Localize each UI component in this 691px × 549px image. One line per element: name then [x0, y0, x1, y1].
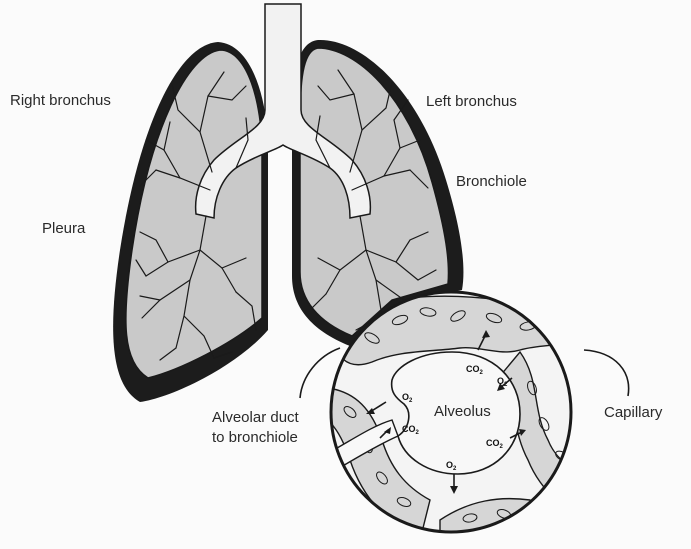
right-lung-lobe	[126, 50, 262, 378]
label-alveolar-duct-line2: to bronchiole	[212, 429, 298, 446]
label-bronchiole: Bronchiole	[456, 173, 527, 190]
label-capillary: Capillary	[604, 404, 663, 421]
label-left-bronchus: Left bronchus	[426, 93, 517, 110]
label-alveolus: Alveolus	[434, 403, 491, 420]
leader-capillary	[584, 350, 629, 396]
label-pleura: Pleura	[42, 220, 86, 237]
label-alveolar-duct-line1: Alveolar duct	[212, 409, 300, 426]
label-right-bronchus: Right bronchus	[10, 92, 111, 109]
right-lung	[113, 42, 268, 402]
